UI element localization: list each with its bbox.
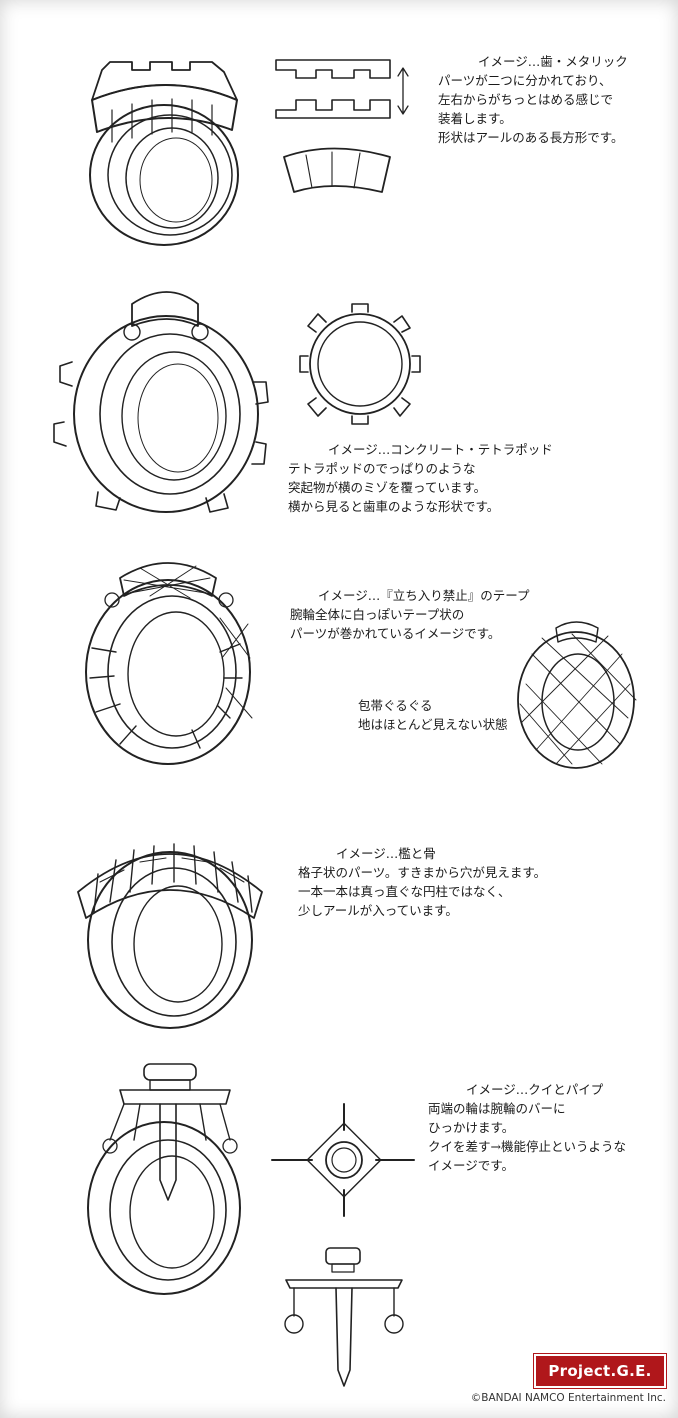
bracelet-tape-sketch: [80, 548, 260, 768]
section-2-title: イメージ…コンクリート・テトラポッド: [328, 442, 553, 457]
stake-top-view-sketch: [268, 1100, 418, 1220]
section-3-line: パーツが巻かれているイメージです。: [290, 626, 501, 641]
bracelet-stake-pipe-sketch: [80, 1060, 260, 1300]
section-3-extra-line: 地はほとんど見えない状態: [358, 717, 508, 732]
bracelet-cage-bone-sketch: [70, 822, 270, 1032]
section-3-extra-note: 包帯ぐるぐる 地はほとんど見えない状態: [358, 696, 508, 734]
section-1-line: パーツが二つに分かれており、: [438, 73, 612, 88]
section-1-line: 左右からがちっとはめる感じで: [438, 92, 614, 107]
section-3-note: イメージ…『立ち入り禁止』のテープ 腕輪全体に白っぽいテープ状の パーツが巻かれ…: [290, 586, 530, 643]
bracelet-tetrapod-sketch: [53, 282, 278, 522]
section-5-line: 両端の輪は腕輪のバーに: [428, 1101, 566, 1116]
section-4-title: イメージ…檻と骨: [336, 846, 436, 861]
project-ge-logo: Project.G.E.: [534, 1354, 666, 1388]
section-4-line: 少しアールが入っています。: [298, 903, 458, 918]
section-3-extra-line: 包帯ぐるぐる: [358, 698, 433, 713]
section-4-line: 一本一本は真っ直ぐな円柱ではなく、: [298, 884, 511, 899]
section-2-line: 突起物が横のミゾを覆っています。: [288, 480, 487, 495]
section-5-note: イメージ…クイとパイプ 両端の輪は腕輪のバーに ひっかけます。 クイを差す→機能…: [428, 1080, 626, 1175]
section-5-title: イメージ…クイとパイプ: [466, 1082, 604, 1097]
interlocking-halves-sketch: [270, 52, 420, 202]
section-1-line: 装着します。: [438, 111, 512, 126]
section-4-line: 格子状のパーツ。すきまから穴が見えます。: [298, 865, 547, 880]
section-5-line: クイを差す→機能停止というような: [428, 1139, 626, 1154]
section-5-line: ひっかけます。: [428, 1120, 515, 1135]
section-1-title: イメージ…歯・メタリック: [478, 54, 628, 69]
section-3-title: イメージ…『立ち入り禁止』のテープ: [318, 588, 530, 603]
section-2-line: テトラポッドのでっぱりのような: [288, 461, 476, 476]
bandaged-ring-sketch: [512, 614, 642, 774]
section-5-line: イメージです。: [428, 1158, 515, 1173]
copyright-notice: ©BANDAI NAMCO Entertainment Inc.: [470, 1392, 666, 1404]
section-1-note: イメージ…歯・メタリック パーツが二つに分かれており、 左右からがちっとはめる感…: [438, 52, 628, 147]
section-1-line: 形状はアールのある長方形です。: [438, 130, 624, 145]
section-3-line: 腕輪全体に白っぽいテープ状の: [290, 607, 465, 622]
stake-with-rings-sketch: [278, 1240, 418, 1390]
bracelet-metallic-teeth-sketch: [72, 50, 262, 246]
section-4-note: イメージ…檻と骨 格子状のパーツ。すきまから穴が見えます。 一本一本は真っ直ぐな…: [298, 844, 546, 920]
section-2-line: 横から見ると歯車のような形状です。: [288, 499, 500, 514]
gear-ring-sketch: [296, 300, 426, 430]
section-2-note: イメージ…コンクリート・テトラポッド テトラポッドのでっぱりのような 突起物が横…: [288, 440, 553, 516]
